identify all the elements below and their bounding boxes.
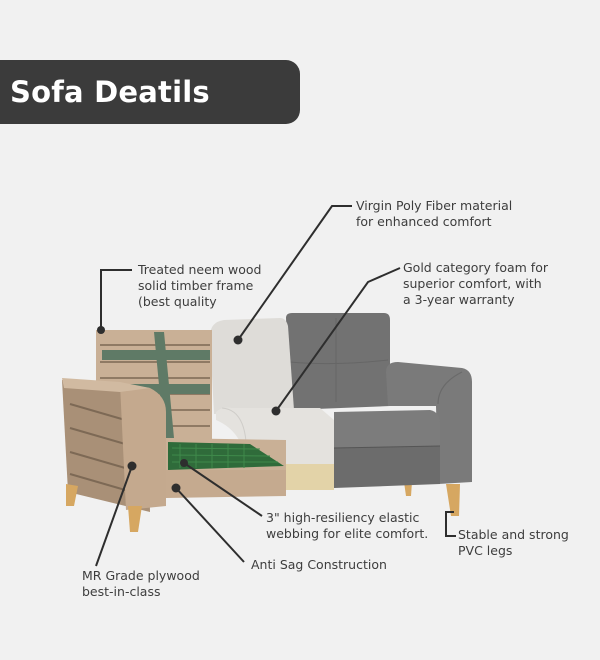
callout-gold-category-foam: Gold category foam for superior comfort,… (403, 260, 548, 308)
callout-line: superior comfort, with (403, 276, 542, 291)
callout-elastic-webbing: 3" high-resiliency elastic webbing for e… (266, 510, 428, 542)
callout-line: PVC legs (458, 543, 513, 558)
callout-line: a 3-year warranty (403, 292, 515, 307)
wooden-frame-section (62, 330, 286, 532)
callout-line: best-in-class (82, 584, 161, 599)
callout-line: MR Grade plywood (82, 568, 200, 583)
callout-line: Gold category foam for (403, 260, 548, 275)
callout-line: for enhanced comfort (356, 214, 492, 229)
callout-virgin-poly-fiber: Virgin Poly Fiber material for enhanced … (356, 198, 512, 230)
callout-line: Virgin Poly Fiber material (356, 198, 513, 213)
callout-mr-grade-plywood: MR Grade plywood best-in-class (82, 568, 200, 600)
callout-line: Treated neem wood (138, 262, 262, 277)
upholstered-section (286, 313, 472, 516)
callout-line: Stable and strong (458, 527, 569, 542)
callout-line: (best quality (138, 294, 217, 309)
callout-line: 3" high-resiliency elastic (266, 510, 420, 525)
title-bar: Sofa Deatils (0, 60, 300, 124)
callout-line: solid timber frame (138, 278, 254, 293)
callout-line: webbing for elite comfort. (266, 526, 429, 541)
page-title: Sofa Deatils (10, 75, 210, 109)
leader-dots (97, 326, 281, 493)
callout-anti-sag: Anti Sag Construction (251, 557, 387, 573)
callout-pvc-legs: Stable and strong PVC legs (458, 527, 569, 559)
callout-line: Anti Sag Construction (251, 557, 387, 572)
callout-treated-neem-wood: Treated neem wood solid timber frame (be… (138, 262, 261, 310)
leader-lines (95, 205, 456, 567)
foam-section (210, 318, 334, 490)
